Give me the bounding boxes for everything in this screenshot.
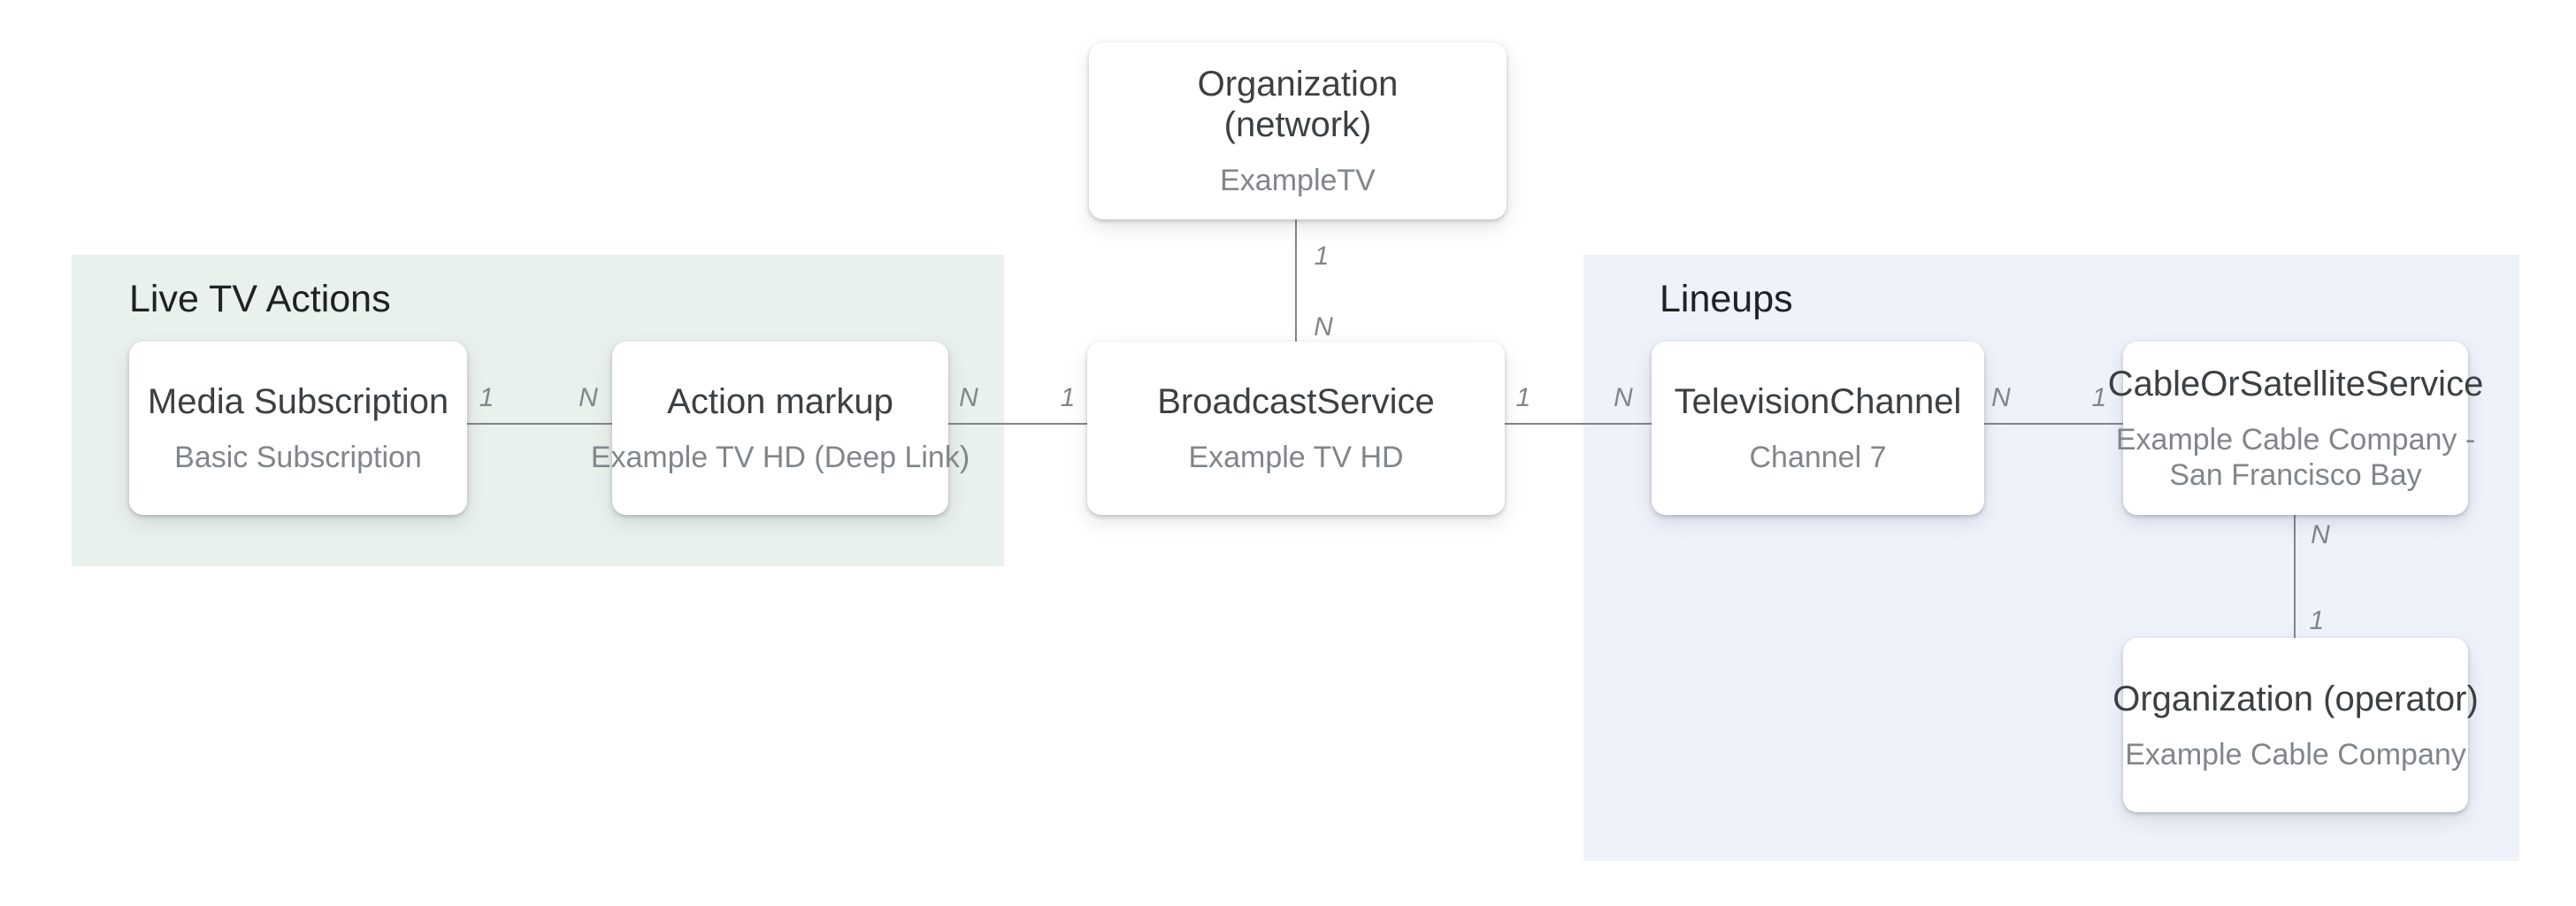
- cardinality-label: 1: [479, 383, 494, 412]
- cardinality-label: 1: [2091, 383, 2107, 412]
- cardinality-label: 1: [2309, 606, 2325, 635]
- connector-media-subscription-to-action-markup: [467, 423, 612, 425]
- connector-broadcast-service-to-television-channel: [1505, 423, 1652, 425]
- connector-cable-service-to-org-operator: [2294, 515, 2296, 638]
- node-title: Organization (operator): [2112, 679, 2479, 718]
- node-title: TelevisionChannel: [1674, 382, 1962, 421]
- node-broadcast-service: BroadcastService Example TV HD: [1087, 342, 1505, 515]
- cardinality-label: 1: [1314, 242, 1330, 271]
- node-television-channel: TelevisionChannel Channel 7: [1652, 342, 1984, 515]
- node-cable-or-satellite-service: CableOrSatelliteService Example Cable Co…: [2108, 342, 2483, 515]
- node-title: BroadcastService: [1157, 382, 1435, 421]
- node-title: Organization (network): [1197, 65, 1399, 144]
- cardinality-label: N: [1314, 312, 1333, 342]
- node-title: CableOrSatelliteService: [2107, 365, 2484, 403]
- node-title: Media Subscription: [147, 382, 449, 421]
- connector-action-markup-to-broadcast-service: [948, 423, 1087, 425]
- connector-television-channel-to-cable-service: [1984, 423, 2123, 425]
- node-subtitle: Example TV HD (Deep Link): [590, 441, 970, 474]
- node-subtitle: Channel 7: [1749, 441, 1887, 474]
- node-organization-network: Organization (network) ExampleTV: [1089, 42, 1506, 219]
- cardinality-label: N: [1991, 383, 2011, 412]
- cardinality-label: N: [1614, 383, 1633, 412]
- node-organization-operator: Organization (operator) Example Cable Co…: [2112, 638, 2479, 812]
- cardinality-label: N: [959, 383, 978, 412]
- cardinality-label: 1: [1060, 383, 1076, 412]
- group-title-live-tv-actions: Live TV Actions: [129, 278, 391, 320]
- connector-org-network-to-broadcast-service: [1295, 219, 1297, 343]
- node-subtitle: Example Cable Company - San Francisco Ba…: [2115, 423, 2476, 492]
- node-media-subscription: Media Subscription Basic Subscription: [129, 342, 467, 515]
- node-subtitle: ExampleTV: [1220, 164, 1376, 197]
- node-subtitle: Example Cable Company: [2125, 737, 2466, 772]
- node-subtitle: Basic Subscription: [174, 441, 422, 474]
- node-title: Action markup: [667, 382, 893, 421]
- node-subtitle: Example TV HD: [1188, 441, 1404, 474]
- cardinality-label: N: [579, 383, 598, 412]
- group-title-lineups: Lineups: [1660, 278, 1793, 320]
- cardinality-label: 1: [1515, 383, 1531, 412]
- node-action-markup: Action markup Example TV HD (Deep Link): [591, 342, 970, 515]
- cardinality-label: N: [2311, 520, 2330, 549]
